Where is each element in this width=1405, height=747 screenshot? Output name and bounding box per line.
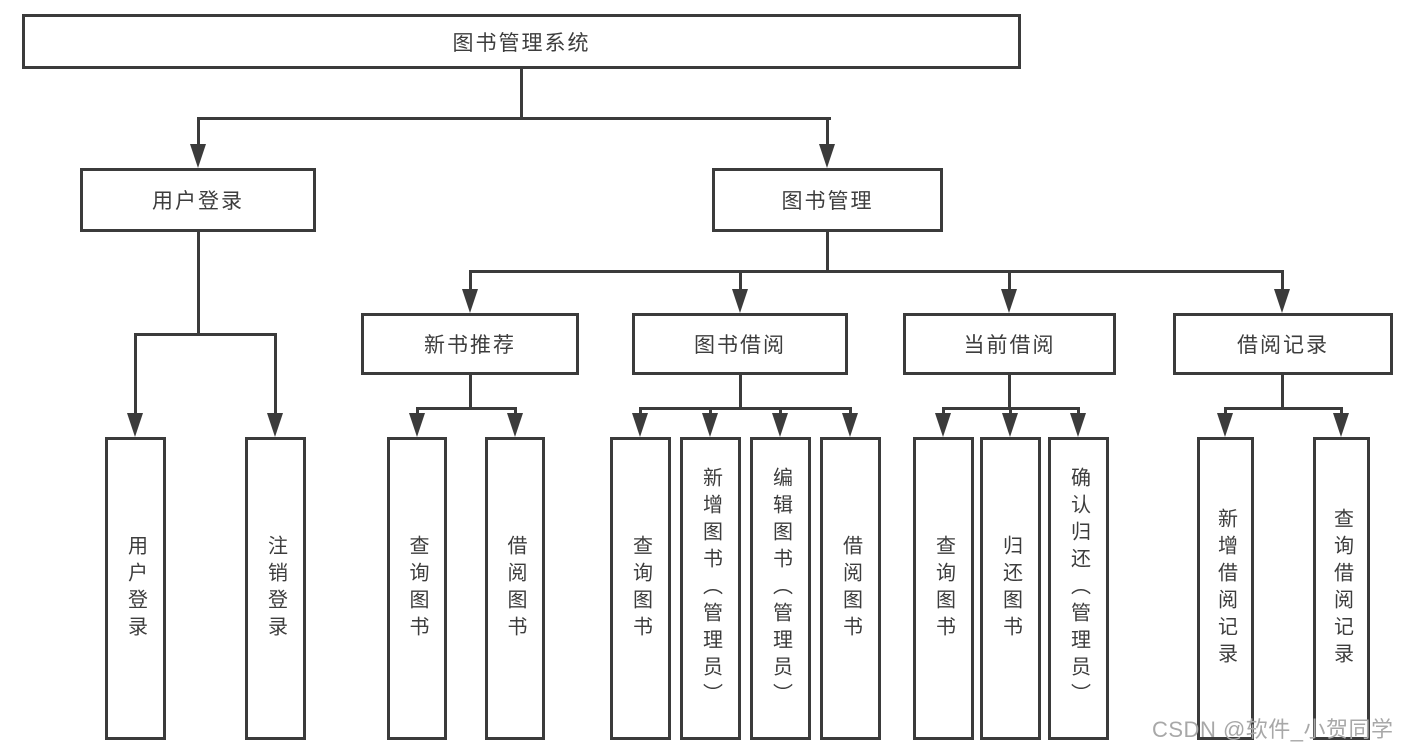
connector-line [1077,407,1080,415]
arrowhead-down [267,413,283,437]
node-leaf-borrow-books-label: 借阅图书 [839,534,862,643]
arrowhead-down [702,413,718,437]
connector-line [520,69,523,118]
node-root: 图书管理系统 [22,14,1021,69]
node-leaf-edit-book-admin: 编辑图书（管理员） [750,437,811,740]
arrowhead-down [632,413,648,437]
connector-line [1224,407,1227,415]
node-leaf-logout: 注销登录 [245,437,306,740]
connector-line [416,407,419,415]
node-leaf-query-books-recommend: 查询图书 [387,437,447,740]
connector-line [274,333,277,415]
connector-line [416,407,517,410]
node-book-borrow: 图书借阅 [632,313,848,375]
node-leaf-return-books-label: 归还图书 [999,534,1022,643]
node-leaf-logout-label: 注销登录 [264,534,287,643]
node-leaf-add-borrow-record-label: 新增借阅记录 [1214,507,1237,670]
connector-line [639,407,642,415]
node-new-book-recommend-label: 新书推荐 [424,334,516,357]
connector-line [1281,270,1284,292]
connector-line [779,407,782,415]
arrowhead-down [732,289,748,313]
node-leaf-return-books: 归还图书 [980,437,1041,740]
node-book-management-label: 图书管理 [781,190,874,213]
arrowhead-down [409,413,425,437]
connector-line [1008,270,1011,292]
connector-line [197,117,831,120]
arrowhead-down [772,413,788,437]
node-leaf-confirm-return-admin: 确认归还（管理员） [1048,437,1109,740]
node-book-borrow-label: 图书借阅 [694,334,786,357]
node-leaf-confirm-return-admin-label: 确认归还（管理员） [1067,467,1090,710]
connector-line [709,407,712,415]
node-leaf-query-borrow-record: 查询借阅记录 [1313,437,1370,740]
node-leaf-query-books-borrow-label: 查询图书 [629,534,652,643]
arrowhead-down [1217,413,1233,437]
arrowhead-down [190,144,206,168]
connector-line [1281,375,1284,410]
connector-line [469,270,472,292]
node-leaf-query-borrow-record-label: 查询借阅记录 [1330,507,1353,670]
connector-line [197,232,200,335]
arrowhead-down [842,413,858,437]
connector-line [739,375,742,410]
arrowhead-down [1333,413,1349,437]
connector-line [826,232,829,273]
connector-line [134,333,277,336]
node-book-management: 图书管理 [712,168,943,232]
csdn-watermark: CSDN @软件_小贺同学 [1152,717,1394,742]
arrowhead-down [507,413,523,437]
node-borrow-records: 借阅记录 [1173,313,1393,375]
arrowhead-down [1002,413,1018,437]
node-leaf-borrow-books-recommend: 借阅图书 [485,437,545,740]
node-leaf-edit-book-admin-label: 编辑图书（管理员） [769,467,792,710]
arrowhead-down [1070,413,1086,437]
connector-line [514,407,517,415]
connector-line [826,117,829,147]
arrowhead-down [935,413,951,437]
node-current-borrow-label: 当前借阅 [963,334,1056,357]
node-leaf-user-login-label: 用户登录 [124,534,147,643]
connector-line [739,270,742,292]
node-leaf-query-books-current: 查询图书 [913,437,974,740]
node-leaf-add-borrow-record: 新增借阅记录 [1197,437,1254,740]
node-leaf-borrow-books: 借阅图书 [820,437,881,740]
node-leaf-query-books-current-label: 查询图书 [932,534,955,643]
node-leaf-add-book-admin: 新增图书（管理员） [680,437,741,740]
arrowhead-down [127,413,143,437]
connector-line [942,407,945,415]
arrowhead-down [462,289,478,313]
arrowhead-down [1274,289,1290,313]
node-user-login: 用户登录 [80,168,316,232]
node-leaf-query-books-borrow: 查询图书 [610,437,671,740]
connector-line [1224,407,1343,410]
node-leaf-user-login: 用户登录 [105,437,166,740]
node-root-label: 图书管理系统 [452,31,591,55]
connector-line [639,407,851,410]
connector-line [849,407,852,415]
node-leaf-query-books-recommend-label: 查询图书 [406,534,428,643]
node-leaf-borrow-books-recommend-label: 借阅图书 [504,534,526,643]
connector-line [1009,407,1012,415]
connector-line [1008,375,1011,410]
node-borrow-records-label: 借阅记录 [1237,334,1329,357]
connector-line [1340,407,1343,415]
node-current-borrow: 当前借阅 [903,313,1116,375]
node-user-login-label: 用户登录 [152,190,244,213]
connector-line [469,375,472,410]
connector-line [469,270,1284,273]
node-leaf-add-book-admin-label: 新增图书（管理员） [699,467,722,710]
arrowhead-down [1001,289,1017,313]
connector-line [197,117,200,147]
node-new-book-recommend: 新书推荐 [361,313,579,375]
arrowhead-down [819,144,835,168]
connector-line [134,333,137,415]
